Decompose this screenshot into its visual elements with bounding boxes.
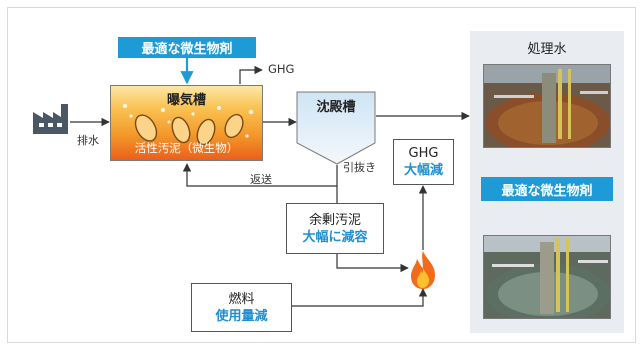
fuel-title: 燃料 xyxy=(228,291,255,307)
fuel-box: 燃料 使用量減 xyxy=(191,283,292,332)
ghg-emission-arrow xyxy=(239,65,263,84)
aeration-tank: 曝気槽 活性汚泥（微生物） xyxy=(110,85,263,161)
ghg-reduction-value: 大幅減 xyxy=(403,163,443,178)
ghg-reduction-box: GHG 大幅減 xyxy=(393,139,454,185)
treatment-tank-photo-before xyxy=(483,64,611,148)
microbe-icon xyxy=(122,103,254,146)
aeration-tank-title: 曝気槽 xyxy=(166,93,206,108)
sludge-to-flame-arrow xyxy=(336,254,409,273)
ghg-reduction-title: GHG xyxy=(408,146,439,161)
excess-sludge-box: 余剰汚泥 大幅に減容 xyxy=(286,203,384,254)
ghg-emission-label: GHG xyxy=(268,62,295,76)
wastewater-label: 排水 xyxy=(77,134,99,147)
fuel-value: 使用量減 xyxy=(215,308,268,324)
tank-photo-before-image xyxy=(484,65,610,147)
excess-sludge-title: 余剰汚泥 xyxy=(308,212,361,228)
microbe-agent-banner: 最適な微生物剤 xyxy=(118,37,256,58)
settling-tank-title: 沈殿槽 xyxy=(316,100,356,115)
right-microbe-agent-banner: 最適な微生物剤 xyxy=(481,177,613,201)
excess-sludge-value: 大幅に減容 xyxy=(302,229,368,245)
fuel-to-flame-arrow xyxy=(292,288,428,307)
return-label: 返送 xyxy=(250,173,272,186)
factory-icon xyxy=(33,104,68,134)
settling-tank-shape xyxy=(296,91,376,165)
diagram-frame xyxy=(7,7,636,343)
tank-photo-after-image xyxy=(484,236,610,318)
treated-water-title: 処理水 xyxy=(527,42,567,57)
withdraw-label: 引抜き xyxy=(343,161,376,174)
activated-sludge-label: 活性汚泥（微生物） xyxy=(134,140,239,155)
flame-icon xyxy=(411,251,435,289)
return-sludge-arrow xyxy=(182,163,338,187)
treatment-tank-photo-after xyxy=(483,235,611,319)
